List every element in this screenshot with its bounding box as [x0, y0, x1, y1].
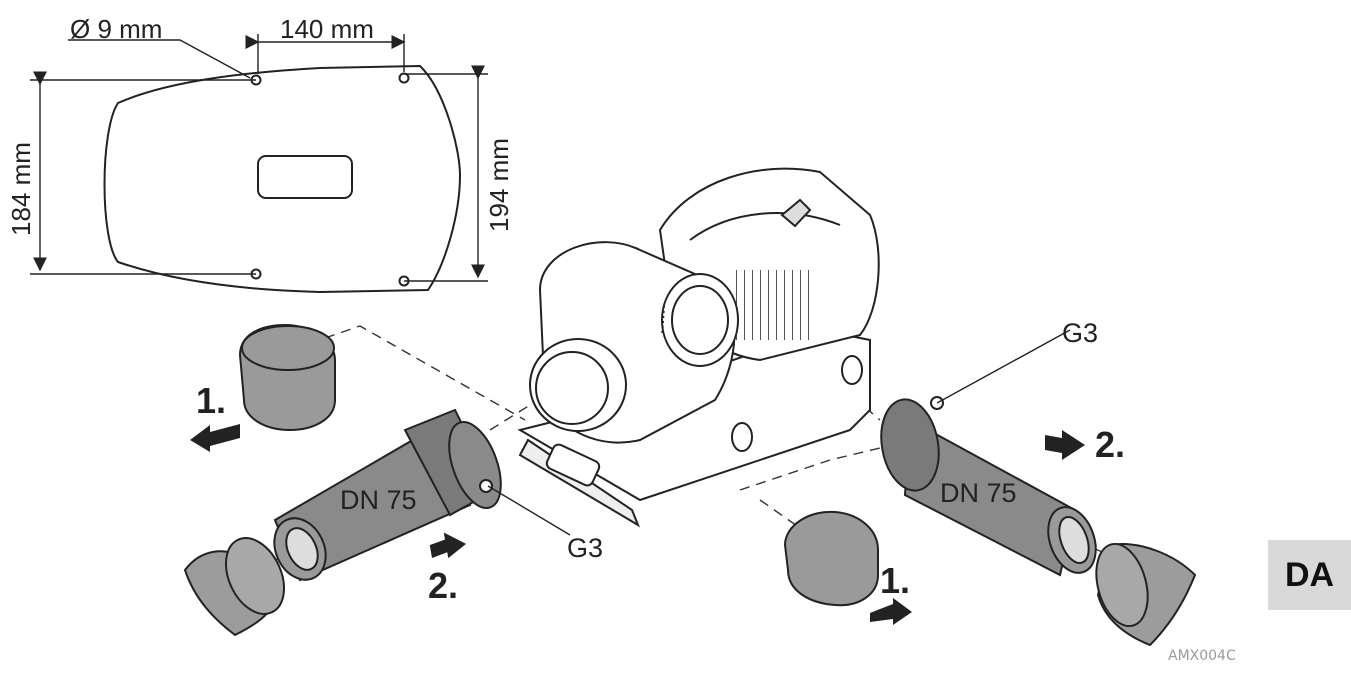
pipe-size-label-right: DN 75	[940, 478, 1017, 508]
leader-lines	[487, 329, 1071, 536]
end-cap-left	[238, 323, 336, 432]
arrow-right-1	[870, 598, 912, 625]
hose-right	[1095, 542, 1197, 647]
hole-diameter-label: Ø 9 mm	[70, 14, 163, 44]
base-mount-slot	[731, 422, 753, 452]
pump	[517, 167, 880, 528]
height-left-label: 184 mm	[6, 142, 36, 236]
thread-label-left: G3	[567, 533, 604, 563]
mounting-plate	[103, 64, 462, 294]
language-tab: DA	[1268, 540, 1351, 610]
direction-arrows	[190, 424, 1085, 625]
base-mount-slot	[841, 355, 863, 385]
dimension-lines	[30, 34, 488, 282]
pipe-size-label-left: DN 75	[340, 485, 417, 515]
figure-code: AMX004C	[1168, 648, 1236, 664]
step-1-right: 1.	[880, 560, 911, 601]
height-right-label: 194 mm	[484, 138, 514, 232]
thread-label-right: G3	[1062, 318, 1099, 348]
arrow-left-1	[190, 424, 240, 452]
step-2-right: 2.	[1095, 424, 1126, 465]
step-1-left: 1.	[196, 380, 227, 421]
arrow-left-2	[429, 532, 467, 559]
hole-spacing-label: 140 mm	[280, 14, 374, 44]
end-cap-right	[783, 510, 879, 607]
plate-slot	[257, 155, 353, 199]
hose-left	[183, 537, 286, 637]
step-2-left: 2.	[428, 565, 459, 606]
arrow-right-2	[1045, 430, 1085, 460]
pipe-right	[880, 396, 1097, 577]
